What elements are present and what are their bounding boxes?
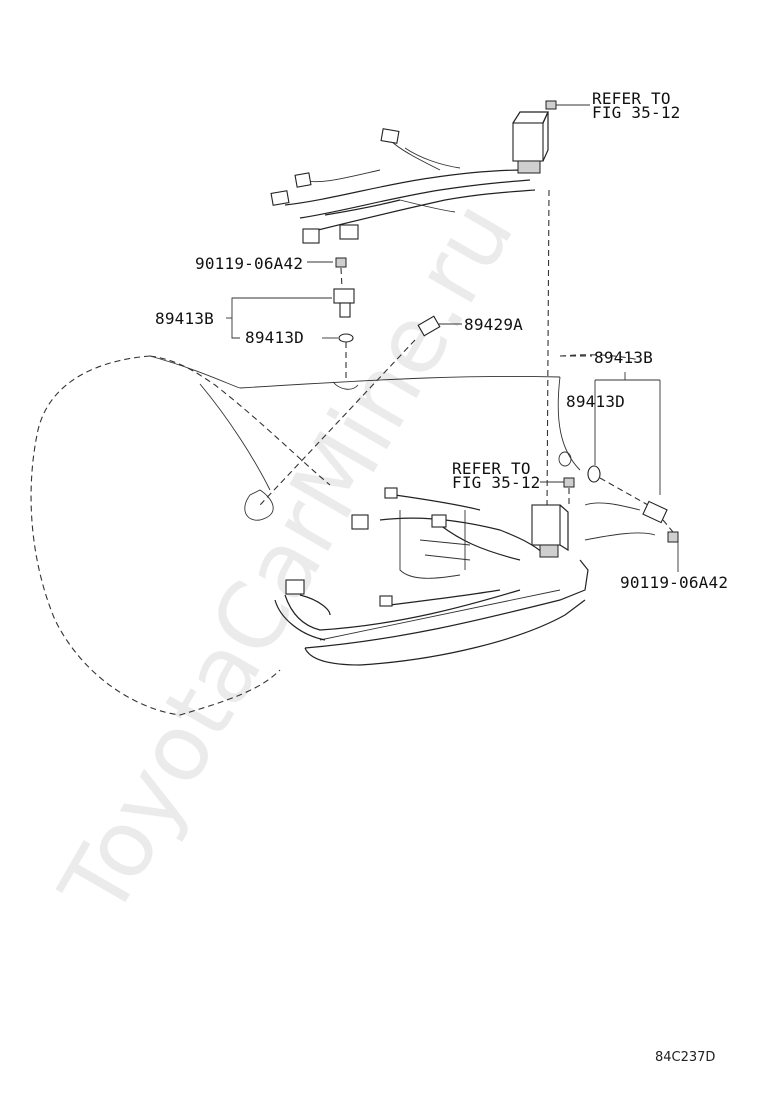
guide-line-relay [546,189,550,511]
refer-mid-line1: REFER TO [452,459,531,478]
refer-top-line1: REFER TO [592,89,671,108]
refer-top-line2: FIG 35-12 [592,103,681,122]
right-sensor-assembly [558,372,679,572]
upper-wire-harness [270,100,590,244]
sensor-left-main-label: 89413B [155,309,214,328]
sensor-right-sub-label: 89413D [566,392,625,411]
refer-mid-label: REFER TO FIG 35-12 [452,459,541,492]
refer-mid-line2: FIG 35-12 [452,473,541,492]
transmission-housing [30,354,656,716]
sensor-center-label: 89429A [464,315,523,334]
refer-top-label: REFER TO FIG 35-12 [592,89,681,122]
bolt-left-label: 90119-06A42 [195,254,304,273]
left-sensor-assembly [226,257,359,390]
sensor-left-sub-label: 89413D [245,328,304,347]
center-sensor-assembly [259,315,462,506]
lower-wire-harness [274,477,575,641]
sensor-right-main-label: 89413B [594,348,653,367]
bolt-right-label: 90119-06A42 [620,573,729,592]
diagram-code: 84C237D [655,1050,716,1065]
